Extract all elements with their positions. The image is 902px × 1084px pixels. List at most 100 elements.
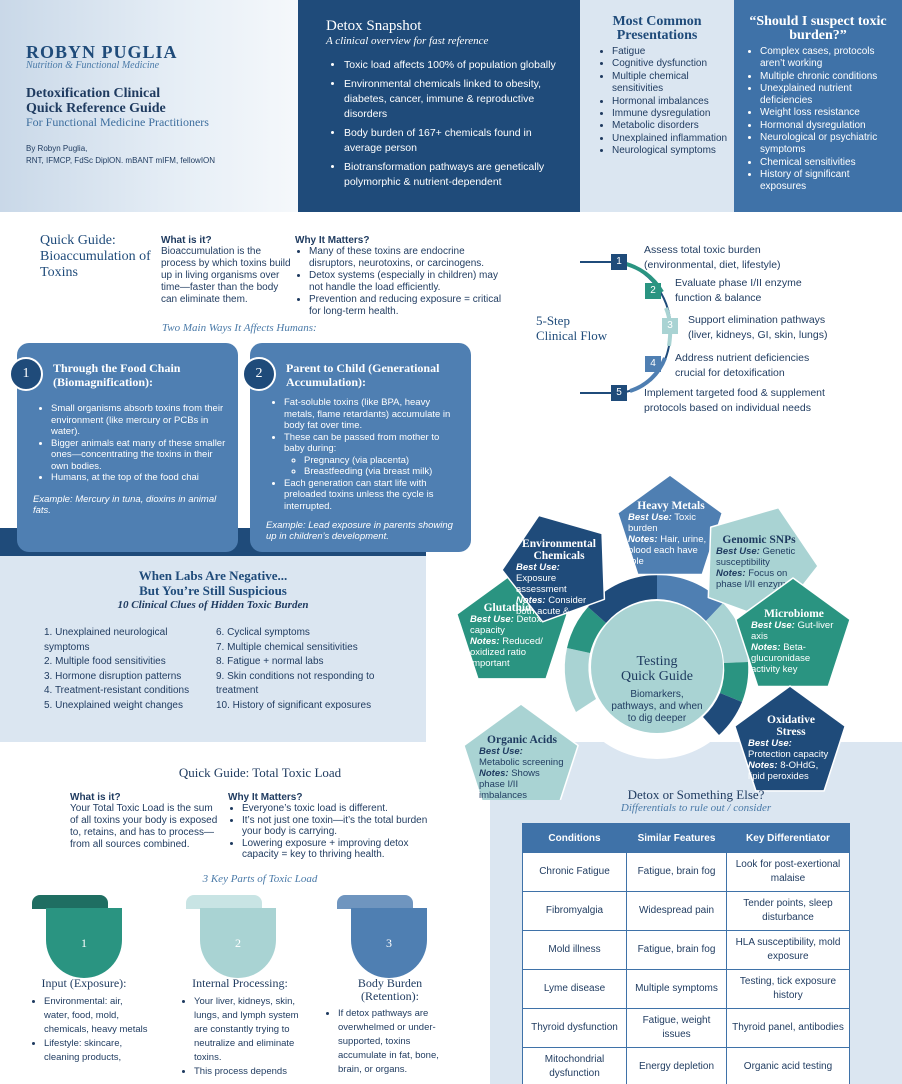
card-number: 2 xyxy=(242,357,276,391)
list-item: 7. Multiple chemical sensitivities xyxy=(216,641,358,653)
table-cell: Look for post-exertional malaise xyxy=(726,852,850,892)
wheel-center-title: Quick Guide xyxy=(621,669,693,684)
clues-left-list: 1. Unexplained neurological symptoms 2. … xyxy=(44,626,214,714)
labs-negative-title: When Labs Are Negative... But You’re Sti… xyxy=(138,568,288,598)
detox-snapshot-panel: Detox Snapshot A clinical overview for f… xyxy=(298,0,580,212)
notes-label: Notes: xyxy=(470,636,500,647)
key-parts-heading: 3 Key Parts of Toxic Load xyxy=(202,873,318,885)
clues-right-list: 6. Cyclical symptoms 7. Multiple chemica… xyxy=(216,626,416,714)
test-name: Stress xyxy=(776,726,806,738)
list-item: 2. Multiple food sensitivities xyxy=(44,656,166,668)
table-cell: HLA susceptibility, mold exposure xyxy=(726,930,850,970)
list-item: Neurological symptoms xyxy=(612,145,728,157)
card-title: Through the Food Chain (Biomagnification… xyxy=(53,361,181,389)
part-tab xyxy=(337,895,413,909)
list-item: Detox systems (especially in children) m… xyxy=(309,270,505,294)
list-item: Environmental chemicals linked to obesit… xyxy=(344,77,564,122)
list-item: Biotransformation pathways are genetical… xyxy=(344,160,564,190)
list-item: Environmental: air, water, food, mold, c… xyxy=(44,995,150,1037)
list-item: Many of these toxins are endocrine disru… xyxy=(309,246,505,270)
test-name: Heavy Metals xyxy=(637,500,705,512)
labs-negative-subtitle: 10 Clinical Clues of Hidden Toxic Burden xyxy=(117,599,309,611)
test-notes: Hair, urine, blood each have role xyxy=(628,534,707,567)
list-item: Metabolic disorders xyxy=(612,120,728,132)
bioaccumulation-why: Why It Matters? Many of these toxins are… xyxy=(295,235,505,318)
test-notes: Shows phase I/II imbalances xyxy=(479,768,540,800)
list-item: Complex cases, protocols aren’t working xyxy=(760,46,898,71)
best-use-label: Best Use: xyxy=(716,546,760,557)
two-ways-heading: Two Main Ways It Affects Humans: xyxy=(162,322,317,334)
part-tab xyxy=(32,895,108,909)
list-item: Lifestyle: skincare, cleaning products, xyxy=(44,1037,150,1065)
list-item: Everyone’s toxic load is different. xyxy=(242,803,428,815)
table-cell: Fatigue, brain fog xyxy=(626,852,727,892)
flow-step-number: 3 xyxy=(662,318,678,334)
flow-step-number: 1 xyxy=(611,254,627,270)
list-item: Toxic load affects 100% of population gl… xyxy=(344,58,564,73)
wheel-center-subtitle: pathways, and when xyxy=(611,701,702,712)
differentials-subtitle: Differentials to rule out / consider xyxy=(620,802,772,814)
list-item: Fatigue xyxy=(612,46,728,58)
part-title: Input (Exposure): xyxy=(41,976,127,990)
notes-label: Notes: xyxy=(748,760,778,771)
table-cell: Thyroid dysfunction xyxy=(522,1008,627,1048)
list-item: Multiple chemical sensitivities xyxy=(612,71,728,96)
presentations-title: Most Common Presentations xyxy=(612,14,702,43)
list-item: Pregnancy (via placenta) xyxy=(304,455,460,467)
bioaccumulation-what: What is it? Bioaccumulation is the proce… xyxy=(161,235,291,305)
test-name: Microbiome xyxy=(764,608,824,620)
flow-step-text: Assess total toxic burden(environmental,… xyxy=(644,244,781,271)
list-item: Small organisms absorb toxins from their… xyxy=(51,403,227,438)
list-item: 6. Cyclical symptoms xyxy=(216,627,310,638)
part-tab xyxy=(186,895,262,909)
part-number: 3 xyxy=(351,908,427,978)
test-name: Environmental xyxy=(522,538,596,550)
test-notes: 8-OHdG, lipid peroxides xyxy=(748,760,819,782)
list-item: Body burden of 167+ chemicals found in a… xyxy=(344,126,564,156)
list-item: Neurological or psychiatric symptoms xyxy=(760,132,898,157)
table-cell: Fatigue, brain fog xyxy=(626,930,727,970)
table-cell: Fibromyalgia xyxy=(522,891,627,931)
notes-label: Notes: xyxy=(479,768,509,779)
list-item: 1. Unexplained neurological symptoms xyxy=(44,627,168,653)
table-cell: Multiple symptoms xyxy=(626,969,727,1009)
part-number: 2 xyxy=(200,908,276,978)
test-name: Genomic SNPs xyxy=(722,534,796,546)
clinical-flow-title: 5-Step Clinical Flow xyxy=(536,313,608,343)
list-item: Each generation can start life with prel… xyxy=(284,478,460,513)
list-item: Lowering exposure + improving detox capa… xyxy=(242,838,428,861)
labs-negative-panel xyxy=(0,556,426,742)
test-best-use: Gut-liver axis xyxy=(751,620,834,642)
test-name: Chemicals xyxy=(533,550,585,562)
table-cell: Mold illness xyxy=(522,930,627,970)
list-item: Chemical sensitivities xyxy=(760,157,898,169)
list-item: Unexplained nutrient deficiencies xyxy=(760,83,898,108)
test-best-use: Genetic susceptibility xyxy=(716,546,796,568)
bioaccumulation-title: Quick Guide: Bioaccumulation of Toxins xyxy=(40,233,151,280)
flow-step-number: 2 xyxy=(645,283,661,299)
test-notes: Focus on phase I/II enzymes xyxy=(716,568,796,590)
test-pentagon xyxy=(616,474,724,576)
list-item: It’s not just one toxin—it’s the total b… xyxy=(242,815,428,838)
list-item: Your liver, kidneys, skin, lungs, and ly… xyxy=(194,995,308,1065)
best-use-label: Best Use: xyxy=(751,620,795,631)
card-title: Parent to Child (Generational Accumulati… xyxy=(286,361,440,389)
header-brand-panel xyxy=(0,0,298,212)
list-item: Cognitive dysfunction xyxy=(612,58,728,70)
generational-card: 2 Parent to Child (Generational Accumula… xyxy=(242,343,471,552)
test-notes: Consider both acute & chronic xyxy=(516,595,587,614)
best-use-label: Best Use: xyxy=(516,562,560,573)
food-chain-card: 1 Through the Food Chain (Biomagnificati… xyxy=(9,343,238,552)
total-toxic-load-what: What is it? Your Total Toxic Load is the… xyxy=(70,792,218,850)
